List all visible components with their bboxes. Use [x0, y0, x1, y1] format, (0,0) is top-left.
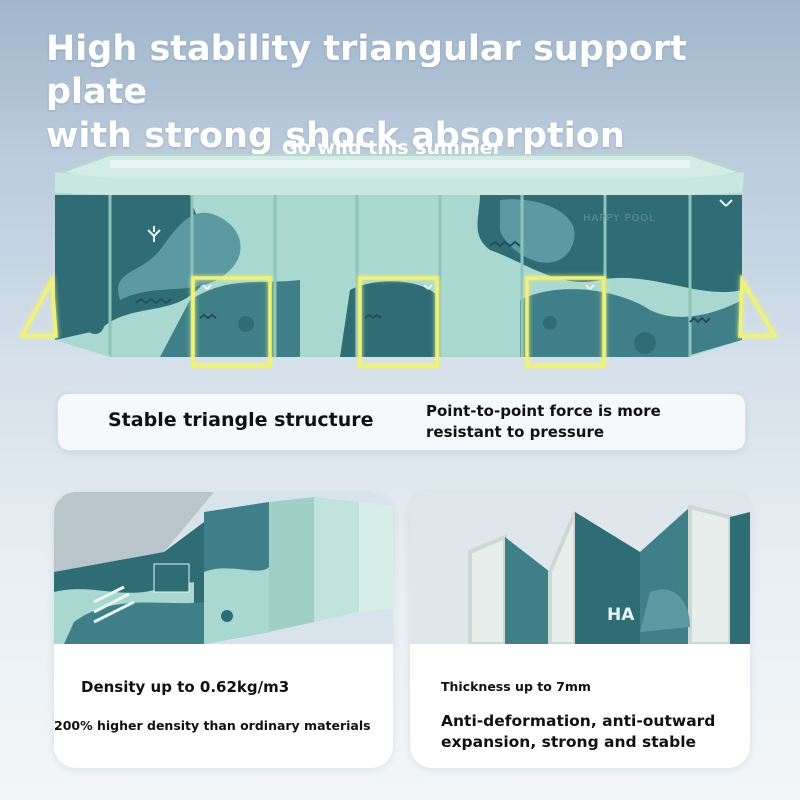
density-card: Density up to 0.62kg/m3 200% higher dens… — [54, 492, 393, 768]
triangle-support-left — [19, 273, 58, 338]
density-title: Density up to 0.62kg/m3 — [81, 678, 290, 696]
thickness-title: Thickness up to 7mm — [441, 679, 591, 694]
pool-brand-text: HAPPY POOL — [583, 213, 656, 224]
thickness-subtitle: Anti-deformation, anti-outward expansion… — [441, 712, 716, 752]
headline: High stability triangular support plate … — [46, 28, 766, 158]
support-plate-highlight-2 — [358, 276, 439, 368]
triangle-support-right — [738, 273, 779, 338]
pool-front-rim — [55, 172, 744, 197]
info-structure-label: Stable triangle structure — [108, 409, 374, 431]
thickness-closeup-image: HA — [410, 492, 750, 644]
info-bar: Stable triangle structure Point-to-point… — [57, 393, 746, 451]
headline-line-2: with strong shock absorption — [46, 115, 625, 156]
tagline: Go wild this summer — [282, 137, 502, 159]
density-closeup-image — [54, 492, 393, 644]
info-force-label: Point-to-point force is more resistant t… — [426, 402, 661, 441]
thickness-card: HA Thickness up to 7mm Anti-deformation,… — [410, 492, 750, 768]
support-plate-highlight-1 — [191, 276, 272, 368]
density-subtitle: 200% higher density than ordinary materi… — [54, 718, 371, 733]
pool-illustration: HAPPY POOL — [19, 154, 779, 368]
headline-line-1: High stability triangular support plate — [46, 29, 687, 113]
thickness-image-brand-text: HA — [607, 605, 635, 625]
support-plate-highlight-3 — [525, 276, 606, 368]
